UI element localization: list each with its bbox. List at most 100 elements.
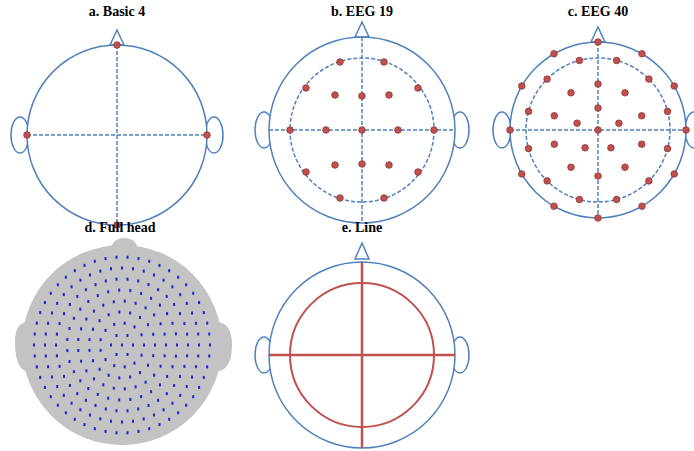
head-eeg19 <box>255 22 469 223</box>
electrode-point <box>92 359 94 362</box>
electrode-point <box>208 333 210 336</box>
electrode-point <box>66 349 68 352</box>
head-eeg40 <box>493 27 694 218</box>
electrode-point <box>198 344 200 347</box>
electrode-point <box>172 322 174 325</box>
electrode-dot <box>337 195 344 202</box>
electrode-point <box>148 427 150 430</box>
electrode-point <box>85 399 87 402</box>
electrode-dot <box>595 215 602 222</box>
electrode-point <box>79 379 81 382</box>
electrode-point <box>69 303 71 306</box>
electrode-dot <box>359 93 366 100</box>
electrode-point <box>45 355 47 358</box>
electrode-point <box>159 264 161 267</box>
electrode-point <box>147 364 149 367</box>
electrode-point <box>65 276 67 279</box>
electrode-dot <box>359 127 366 134</box>
electrode-point <box>65 411 67 414</box>
electrode-dot <box>613 57 620 64</box>
electrode-point <box>157 399 159 402</box>
electrode-point <box>187 344 189 347</box>
electrode-point <box>69 384 71 387</box>
electrode-dot <box>395 127 402 134</box>
electrode-grid <box>33 256 211 435</box>
electrode-point <box>99 417 101 420</box>
electrode-dot <box>359 161 366 168</box>
electrode-point <box>44 386 46 389</box>
electrode-point <box>153 414 155 417</box>
electrode-point <box>113 387 115 390</box>
electrode-point <box>56 302 58 305</box>
electrode-point <box>171 285 173 288</box>
electrode-point <box>51 312 53 315</box>
electrode-point <box>108 374 110 377</box>
electrode-point <box>69 360 71 363</box>
electrode-dot <box>616 120 623 127</box>
electrode-point <box>39 311 41 314</box>
electrode-dot <box>622 90 629 97</box>
electrode-point <box>50 395 52 398</box>
electrode-point <box>105 358 107 361</box>
electrode-point <box>159 304 161 307</box>
electrode-point <box>138 430 140 433</box>
electrode-dot <box>639 51 646 58</box>
electrode-dot <box>595 81 602 88</box>
electrode-point <box>76 295 78 298</box>
electrode-point <box>140 395 142 398</box>
electrode-point <box>47 322 49 325</box>
electrode-point <box>118 289 120 292</box>
electrode-point <box>77 349 79 352</box>
electrode-point <box>84 423 86 426</box>
electrode-point <box>95 283 97 286</box>
panel-title: e. Line <box>342 220 382 236</box>
electrode-point <box>118 398 120 401</box>
electrode-point <box>56 354 58 357</box>
electrode-point <box>148 283 150 286</box>
electrode-point <box>166 392 168 395</box>
head-basic4 <box>11 30 223 225</box>
electrode-point <box>56 385 58 388</box>
electrode-dot <box>525 108 532 115</box>
electrode-point <box>47 365 49 368</box>
electrode-point <box>129 312 131 315</box>
electrode-point <box>134 325 136 328</box>
electrode-point <box>198 386 200 389</box>
electrode-dot <box>646 76 653 83</box>
electrode-point <box>113 364 115 367</box>
electrode-point <box>154 344 156 347</box>
electrode-dot <box>287 127 294 134</box>
electrode-point <box>89 349 91 352</box>
electrode-point <box>63 312 65 315</box>
electrode-dot <box>613 196 620 203</box>
electrode-point <box>160 365 162 368</box>
electrode-point <box>186 354 188 357</box>
electrode-point <box>143 417 145 420</box>
electrode-point <box>105 329 107 332</box>
electrode-point <box>206 322 208 325</box>
electrode-point <box>118 311 120 314</box>
electrode-dot <box>519 83 526 90</box>
electrode-point <box>152 333 154 336</box>
electrode-point <box>107 290 109 293</box>
electrode-point <box>33 344 35 347</box>
electrode-point <box>209 344 211 347</box>
electrode-point <box>121 344 123 347</box>
electrode-point <box>141 354 143 357</box>
electrode-point <box>141 333 143 336</box>
electrode-point <box>116 431 118 434</box>
panel-title: b. EEG 19 <box>331 4 393 20</box>
electrode-point <box>59 322 61 325</box>
electrode-dot <box>337 59 344 66</box>
electrode-point <box>176 344 178 347</box>
electrode-point <box>44 301 46 304</box>
electrode-point <box>79 408 81 411</box>
electrode-point <box>183 322 185 325</box>
electrode-point <box>45 333 47 336</box>
electrode-point <box>152 354 154 357</box>
electrode-point <box>129 289 131 292</box>
electrode-point <box>185 404 187 407</box>
electrode-point <box>175 355 177 358</box>
electrode-point <box>100 349 102 352</box>
electrode-dot <box>595 105 602 112</box>
